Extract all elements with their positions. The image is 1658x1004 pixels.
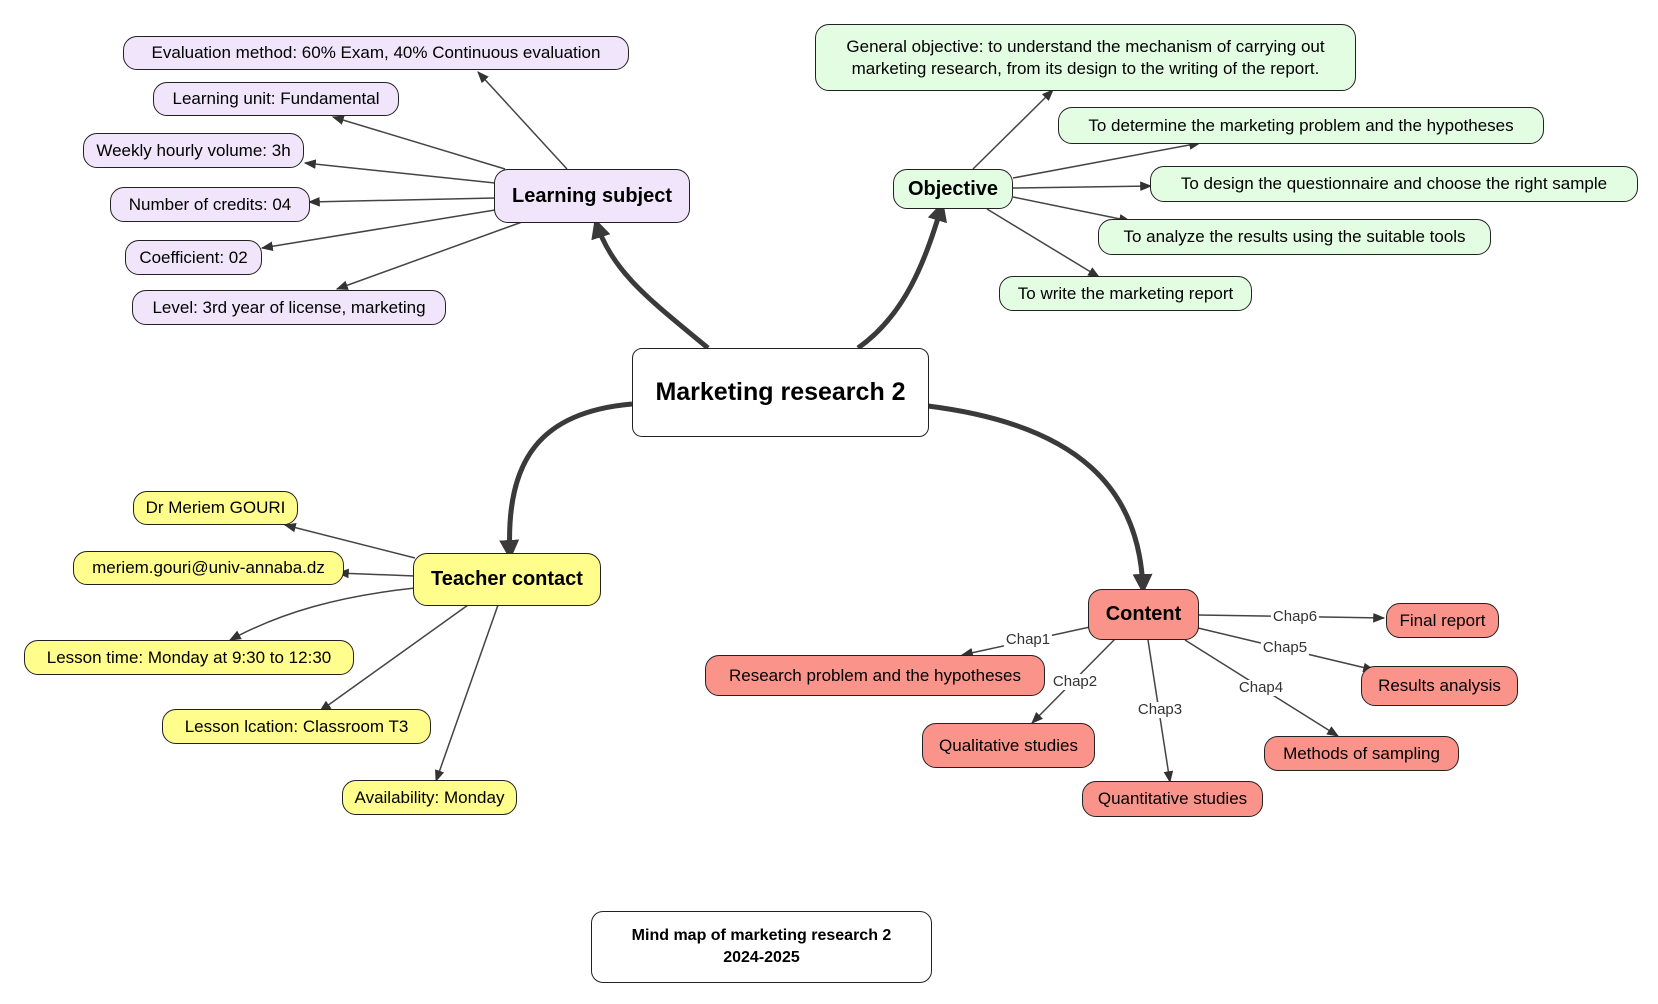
ct-qualitative-studies[interactable]: Qualitative studies: [922, 723, 1095, 768]
edge-label-chap2: Chap2: [1050, 673, 1100, 690]
ct-quantitative-studies[interactable]: Quantitative studies: [1082, 781, 1263, 817]
edge-obj-report: [986, 208, 1101, 278]
ls-level[interactable]: Level: 3rd year of license, marketing: [132, 290, 446, 325]
edge-label-chap1: Chap1: [1003, 631, 1053, 648]
caption-note: Mind map of marketing research 2 2024-20…: [591, 911, 932, 983]
tc-lesson-location[interactable]: Lesson lcation: Classroom T3: [162, 709, 431, 744]
edge-label-chap3: Chap3: [1135, 701, 1185, 718]
edge-label-chap4: Chap4: [1236, 679, 1286, 696]
ct-research-problem[interactable]: Research problem and the hypotheses: [705, 655, 1045, 696]
obj-write-report[interactable]: To write the marketing report: [999, 276, 1252, 311]
edge-center-teacher-contact: [499, 401, 633, 560]
edge-obj-analyze: [1012, 196, 1132, 224]
obj-determine-problem[interactable]: To determine the marketing problem and t…: [1058, 107, 1544, 144]
ls-learning-unit[interactable]: Learning unit: Fundamental: [153, 82, 399, 116]
edge-ls-coefficient: [260, 209, 496, 251]
edge-obj-general: [972, 89, 1054, 170]
caption-line-2: 2024-2025: [723, 949, 800, 966]
tc-teacher-name[interactable]: Dr Meriem GOURI: [133, 491, 298, 525]
learning-subject-node[interactable]: Learning subject: [494, 169, 690, 223]
tc-lesson-time[interactable]: Lesson time: Monday at 9:30 to 12:30: [24, 640, 354, 675]
ls-evaluation-method[interactable]: Evaluation method: 60% Exam, 40% Continu…: [123, 36, 629, 70]
edge-center-content: [927, 403, 1153, 594]
obj-design-questionnaire[interactable]: To design the questionnaire and choose t…: [1150, 166, 1638, 202]
edge-ls-level: [335, 221, 523, 290]
edge-label-chap6: Chap6: [1270, 608, 1320, 625]
edge-tc-location: [319, 604, 469, 712]
caption-line-1: Mind map of marketing research 2: [631, 927, 892, 944]
obj-general-objective[interactable]: General objective: to understand the mec…: [815, 24, 1356, 91]
edge-obj-problem: [1012, 140, 1202, 179]
ls-coefficient[interactable]: Coefficient: 02: [125, 240, 262, 275]
content-node[interactable]: Content: [1088, 589, 1199, 640]
ct-methods-of-sampling[interactable]: Methods of sampling: [1264, 736, 1459, 771]
edge-label-chap5: Chap5: [1260, 639, 1310, 656]
edge-center-learning-subject: [591, 218, 710, 350]
edge-obj-questionnaire: [1012, 181, 1153, 191]
obj-analyze-results[interactable]: To analyze the results using the suitabl…: [1098, 219, 1491, 255]
edge-tc-name: [283, 523, 416, 559]
edge-tc-time: [228, 587, 416, 641]
ls-weekly-hourly-volume[interactable]: Weekly hourly volume: 3h: [83, 133, 304, 168]
edge-ls-weekly: [303, 159, 496, 184]
center-node[interactable]: Marketing research 2: [632, 348, 929, 437]
ls-number-of-credits[interactable]: Number of credits: 04: [110, 187, 310, 222]
edge-center-objective: [856, 201, 948, 351]
ct-final-report[interactable]: Final report: [1386, 603, 1499, 638]
teacher-contact-node[interactable]: Teacher contact: [413, 553, 601, 606]
edge-tc-email: [336, 568, 416, 579]
tc-email[interactable]: meriem.gouri@univ-annaba.dz: [73, 551, 344, 585]
objective-node[interactable]: Objective: [893, 169, 1013, 209]
edge-ls-evaluation: [477, 71, 568, 170]
edge-ls-unit: [331, 115, 506, 170]
ct-results-analysis[interactable]: Results analysis: [1361, 666, 1518, 706]
tc-availability[interactable]: Availability: Monday: [342, 780, 517, 815]
edge-tc-availability: [435, 604, 499, 783]
edge-ls-credits: [307, 196, 496, 207]
